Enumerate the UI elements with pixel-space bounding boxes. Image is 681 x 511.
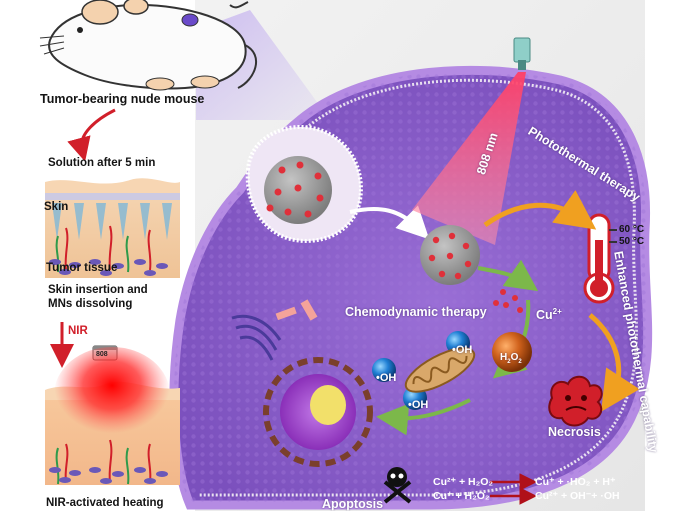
oh-label-2: •OH	[376, 372, 396, 384]
nir-label: NIR	[68, 325, 88, 337]
necrosis-label: Necrosis	[548, 425, 601, 439]
equation-1-right: Cu⁺ + ·HO₂ + H⁺	[535, 476, 616, 488]
oh-dot: •	[452, 344, 456, 356]
thermometer	[583, 213, 617, 304]
release-arrow	[477, 259, 539, 292]
oh-dot: •	[376, 372, 380, 384]
tumor-tissue-label: Tumor tissue	[46, 262, 118, 274]
laser-tag-label: 808	[96, 351, 108, 358]
oh-text: OH	[455, 344, 473, 356]
hydroxyl-radical	[372, 358, 396, 382]
equation-2-right: Cu²⁺ + OH⁻+ ·OH	[535, 490, 620, 502]
skin-label: Skin	[44, 201, 69, 213]
mouse-label: Tumor-bearing nude mouse	[40, 92, 205, 106]
solution-label: Solution after 5 min	[48, 157, 156, 169]
oh-text: OH	[411, 399, 429, 411]
mitochondrion	[404, 347, 476, 393]
oh-text: OH	[379, 372, 397, 384]
temp-high-label: 60 °C	[619, 224, 645, 235]
heating-arrow	[483, 190, 597, 230]
insertion-label-line2: MNs dissolving	[48, 298, 133, 310]
equation-2-left: Cu⁺ + H₂O₂	[433, 490, 490, 502]
necrosis-arrow	[588, 313, 640, 412]
cu2-charge: 2+	[552, 307, 562, 316]
apoptosis-label: Apoptosis	[322, 497, 384, 511]
necrotic-cell	[548, 375, 603, 427]
laser-beam	[412, 72, 526, 245]
oh-label-3: •OH	[408, 399, 428, 411]
nanoparticle-entering	[264, 156, 332, 224]
chemodynamic-label: Chemodynamic therapy	[345, 305, 487, 319]
oh-label-1: •OH	[452, 344, 472, 356]
temp-low-label: 50 °C	[619, 236, 645, 247]
equation-1-left: Cu²⁺ + H₂O₂	[433, 476, 494, 488]
mouse-illustration	[39, 0, 257, 91]
h2o2-label: H2O2	[500, 352, 522, 365]
damage-arrow	[376, 398, 471, 436]
vesicle-fragment	[275, 306, 297, 321]
heat-zone	[54, 347, 170, 443]
internalization-arrow	[349, 205, 430, 240]
vesicle-fragment	[300, 299, 318, 321]
oh-dot: •	[408, 399, 412, 411]
h-sub: 2	[507, 359, 511, 365]
membrane-inner	[198, 78, 638, 497]
insertion-label-line1: Skin insertion and	[48, 284, 148, 296]
cu2-text: Cu	[536, 308, 553, 323]
o-text: O	[510, 352, 519, 363]
nanoparticle-irradiated	[420, 225, 480, 285]
skull-icon	[383, 467, 412, 504]
laser-device	[513, 37, 531, 63]
heating-label: NIR-activated heating	[46, 497, 164, 509]
skin-block-heating	[45, 347, 180, 485]
laser	[412, 37, 531, 245]
h2o2-molecule	[492, 332, 532, 372]
golgi-apparatus	[231, 314, 282, 361]
skin-block-microneedles	[45, 178, 180, 278]
apoptotic-nucleus	[263, 357, 373, 467]
copper-ions	[493, 289, 523, 313]
step-arrow	[67, 108, 116, 162]
h-text: H	[500, 352, 508, 363]
o-sub: 2	[518, 359, 522, 365]
cu2-label: Cu2+	[536, 307, 562, 322]
